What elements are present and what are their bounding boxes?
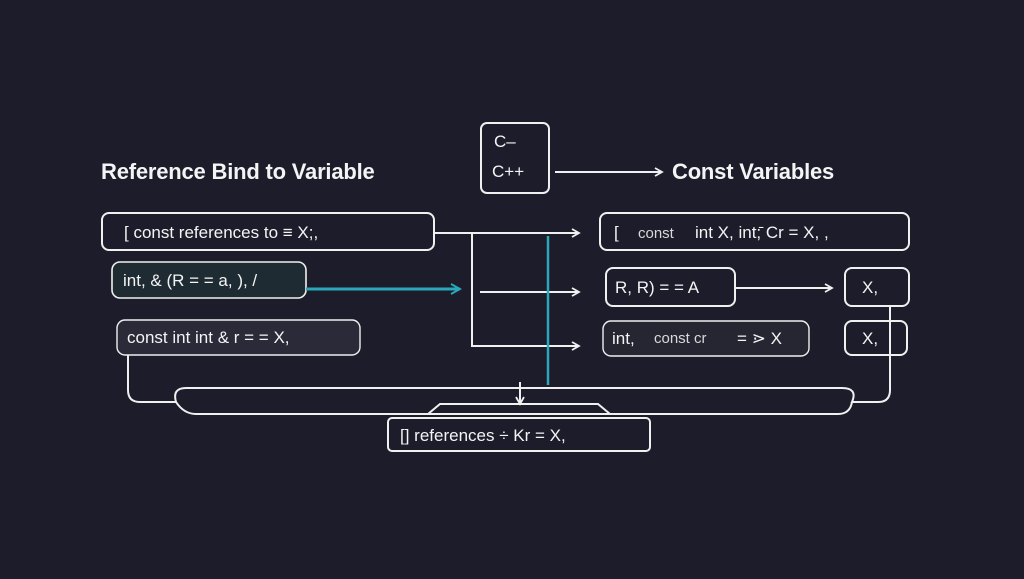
right-node-3a-box xyxy=(602,320,810,357)
bottom-collector-bracket xyxy=(127,306,891,403)
connector-trunk xyxy=(471,233,581,351)
lang-line-1: C– xyxy=(494,132,516,151)
right-node-3-start: int, xyxy=(612,329,635,348)
right-node-3-end: = ⋗ X xyxy=(737,329,782,348)
left-node-3-box xyxy=(116,319,361,356)
right-node-3b-text: X, xyxy=(862,329,879,348)
left-node-1-box xyxy=(101,212,435,251)
right-node-3b-box xyxy=(844,320,908,356)
right-node-1-start: [ xyxy=(614,223,619,242)
right-node-1-box xyxy=(599,212,910,251)
left-node-2-text: int, & (R = = a, ), / xyxy=(123,271,258,290)
bottom-node-box xyxy=(387,417,651,452)
left-title: Reference Bind to Variable xyxy=(101,159,375,184)
bottom-collector-inner xyxy=(175,401,853,415)
bottom-trapezoid xyxy=(427,403,611,415)
right-node-2a-text: R, R) = = A xyxy=(615,278,700,297)
right-node-3-mid: const cr xyxy=(654,330,707,347)
right-node-1-mid: const xyxy=(638,225,674,242)
right-node-1-end: int X, int;̄ Cr = X, , xyxy=(695,223,829,242)
lang-line-2: C++ xyxy=(492,162,525,181)
left-node-1-text: [ const references to ≡ X;, xyxy=(124,223,319,242)
right-title: Const Variables xyxy=(672,159,835,184)
right-node-2b-box xyxy=(844,267,910,307)
bottom-node-text: [] references ÷ Kr = X, xyxy=(400,426,566,445)
right-node-2b-text: X, xyxy=(862,278,879,297)
language-box xyxy=(480,122,550,194)
left-node-3-text: const int int & r = = X, xyxy=(127,328,290,347)
left-node-2-box xyxy=(111,261,307,299)
